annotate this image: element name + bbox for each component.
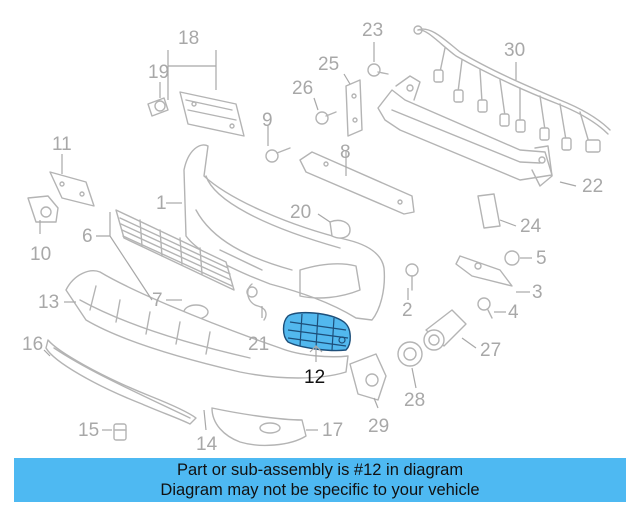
- banner-line-part: Part or sub-assembly is #12 in diagram: [176, 461, 464, 479]
- part-12-fog-lamp-grille: [282, 311, 351, 352]
- callout-2: 2: [402, 300, 413, 321]
- callout-9: 9: [262, 110, 273, 131]
- part-25-bracket: [345, 79, 363, 137]
- part-8-upper-bracket: [299, 151, 415, 215]
- part-23-bolt: [367, 63, 389, 77]
- callout-27: 27: [480, 340, 501, 361]
- banner-line-disclaimer: Diagram may not be specific to your vehi…: [160, 481, 480, 499]
- callout-10: 10: [30, 244, 51, 265]
- callout-24: 24: [520, 216, 542, 237]
- callout-4: 4: [508, 302, 519, 323]
- info-banner: Part or sub-assembly is #12 in diagram D…: [14, 458, 626, 502]
- part-17-lower-trim: [211, 407, 307, 447]
- part-3-bracket: [455, 255, 513, 287]
- callout-16: 16: [22, 334, 43, 355]
- callout-14: 14: [196, 434, 218, 455]
- callout-30: 30: [504, 40, 525, 61]
- part-6-grille: [115, 209, 235, 291]
- part-24-bracket: [477, 193, 501, 229]
- callout-23: 23: [362, 20, 383, 41]
- part-16-trim-strip: [45, 339, 197, 425]
- part-28-sensor-ring: [397, 341, 423, 367]
- part-20-tow-cap: [329, 219, 351, 239]
- callout-11: 11: [52, 134, 72, 155]
- callout-20: 20: [290, 202, 311, 223]
- part-22-reinforcement-beam: [377, 75, 553, 187]
- part-10-sensor-holder: [27, 195, 59, 223]
- part-13-lower-cover: [65, 270, 349, 379]
- callout-8: 8: [340, 142, 351, 163]
- parts-diagram: 1 2 3 4 5 6 7 8 9 10 11 12 13 14 15 16 1…: [22, 20, 611, 455]
- part-30-wiring-harness: [413, 25, 611, 153]
- part-27-parking-sensor: [423, 309, 467, 351]
- part-5-nut: [504, 250, 520, 266]
- part-9-bolt: [265, 147, 291, 163]
- callout-17: 17: [322, 420, 343, 441]
- callout-26: 26: [292, 78, 313, 99]
- part-15-clip: [113, 423, 127, 441]
- part-29-sensor-bracket: [349, 353, 387, 401]
- callout-28: 28: [404, 390, 425, 411]
- part-26-bolt: [315, 111, 337, 125]
- part-18-license-bracket: [179, 91, 245, 137]
- callout-29: 29: [368, 416, 389, 437]
- leader-lines: [39, 42, 577, 431]
- part-4-bolt: [477, 297, 493, 319]
- callout-13: 13: [38, 292, 59, 313]
- part-19-clip: [147, 97, 169, 117]
- callout-1: 1: [156, 193, 167, 214]
- callout-3: 3: [532, 282, 543, 303]
- callout-6: 6: [82, 226, 93, 247]
- callout-7: 7: [152, 290, 163, 311]
- callout-12: 12: [304, 367, 325, 388]
- part-11-bracket: [49, 171, 95, 207]
- callout-18: 18: [178, 28, 199, 49]
- callout-22: 22: [582, 176, 603, 197]
- callout-15: 15: [78, 420, 99, 441]
- callout-25: 25: [318, 54, 339, 75]
- callout-5: 5: [536, 248, 547, 269]
- callouts: 1 2 3 4 5 6 7 8 9 10 11 12 13 14 15 16 1…: [22, 20, 603, 455]
- part-1-bumper-cover: [183, 144, 386, 321]
- callout-21: 21: [248, 334, 269, 355]
- callout-19: 19: [148, 62, 169, 83]
- part-21-bracket: [246, 283, 267, 321]
- part-2-bolt: [405, 263, 419, 291]
